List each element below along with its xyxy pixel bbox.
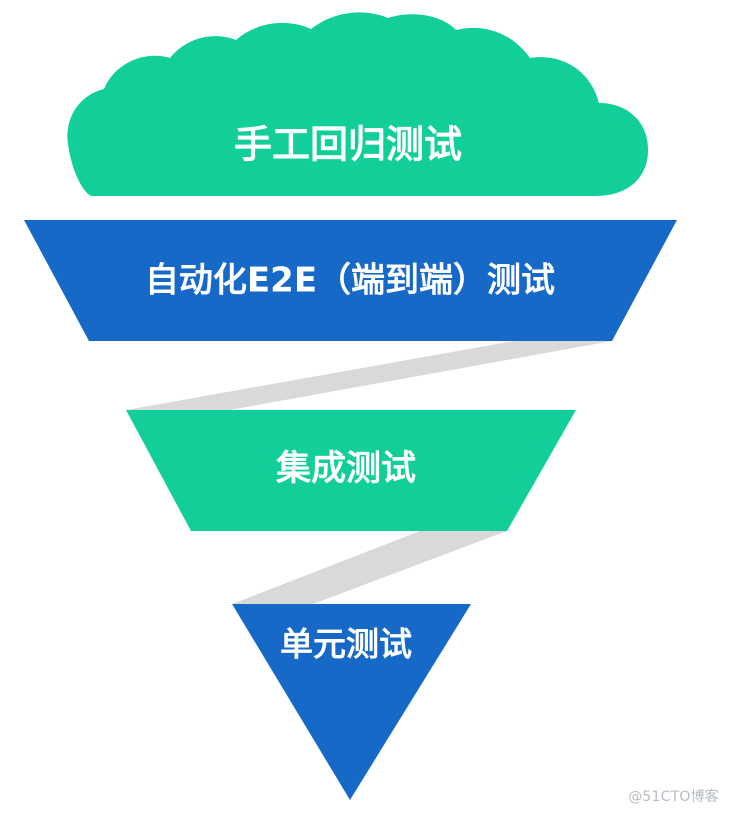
connector-shadow xyxy=(126,341,612,410)
layer-unit: 单元测试 xyxy=(232,604,471,800)
watermark-text: @51CTO博客 xyxy=(628,789,719,805)
layer-e2e: 自动化E2E（端到端）测试 xyxy=(24,220,677,341)
layer-manual-regression: 手工回归测试 xyxy=(67,12,649,197)
triangle-shape xyxy=(232,604,471,800)
trapezoid-shape xyxy=(126,410,576,531)
layer-label: 手工回归测试 xyxy=(234,123,462,167)
layer-label: 单元测试 xyxy=(280,625,412,664)
cloud-shape xyxy=(67,12,649,197)
layer-label: 自动化E2E（端到端）测试 xyxy=(145,261,555,301)
layer-label: 集成测试 xyxy=(275,449,416,489)
layer-integration: 集成测试 xyxy=(126,410,576,531)
connector-shadow xyxy=(232,531,507,604)
trapezoid-shape xyxy=(24,220,677,341)
